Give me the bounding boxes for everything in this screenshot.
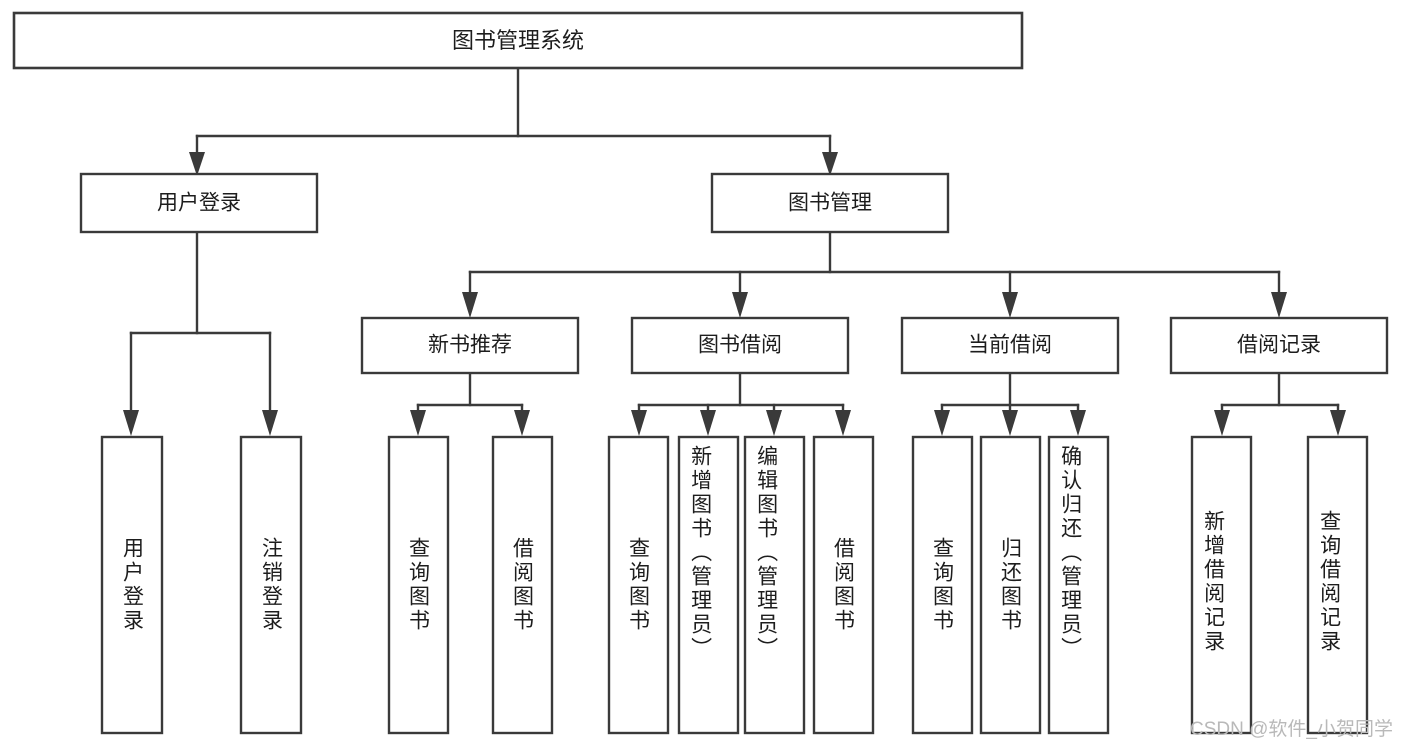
node-borrow-record-label: 借阅记录 [1237,334,1321,357]
arrowhead-bb-leaf4 [835,410,851,436]
leaf-current-borrow-1[interactable]: 查询图书 [911,435,974,735]
arrowhead-bb-leaf1 [631,410,647,436]
node-book-borrow[interactable]: 图书借阅 [630,316,850,375]
arrowhead-nb-leaf1 [410,410,426,436]
arrowhead-bb-leaf3 [766,410,782,436]
leaf-book-borrow-1-box[interactable] [607,435,670,735]
arrowhead-cb-leaf1 [934,410,950,436]
node-new-book-recommend-label: 新书推荐 [428,334,512,357]
arrowhead-ul-leaf1 [123,410,139,436]
leaf-new-book-1-box[interactable] [387,435,450,735]
leaf-current-borrow-3-label: 确认归还（管理员） [1059,445,1083,661]
node-root-label: 图书管理系统 [452,28,584,53]
leaf-borrow-record-2-label: 查询借阅记录 [1318,510,1342,654]
leaf-current-borrow-2[interactable]: 归还图书 [979,435,1042,735]
node-new-book-recommend[interactable]: 新书推荐 [360,316,580,375]
leaf-borrow-record-2[interactable]: 查询借阅记录 [1306,435,1369,735]
leaf-book-borrow-2-box[interactable] [677,435,740,735]
arrowhead-cb-leaf3 [1070,410,1086,436]
node-book-borrow-label: 图书借阅 [698,334,782,357]
leaf-new-book-1-label: 查询图书 [407,537,431,633]
arrowhead-current-borrow [1002,292,1018,318]
leaf-user-login-2-box[interactable] [239,435,303,735]
leaf-user-login-1[interactable]: 用户登录 [100,435,164,735]
node-current-borrow-label: 当前借阅 [968,334,1052,357]
node-root-box[interactable] [12,11,1024,70]
node-book-borrow-box[interactable] [630,316,850,375]
leaf-user-login-2-label: 注销登录 [260,537,284,633]
leaf-current-borrow-2-label: 归还图书 [999,537,1023,633]
leaf-book-borrow-1-label: 查询图书 [627,537,651,633]
leaf-current-borrow-1-label: 查询图书 [931,537,955,633]
leaf-book-borrow-4[interactable]: 借阅图书 [812,435,875,735]
node-new-book-recommend-box[interactable] [360,316,580,375]
leaf-borrow-record-1-box[interactable] [1190,435,1253,735]
node-user-login-label: 用户登录 [157,192,241,215]
leaf-book-borrow-3-box[interactable] [743,435,806,735]
leaf-new-book-1[interactable]: 查询图书 [387,435,450,735]
leaf-current-borrow-2-box[interactable] [979,435,1042,735]
arrowhead-nb-leaf2 [514,410,530,436]
arrowhead-book-manage [822,152,838,176]
node-root[interactable]: 图书管理系统 [12,11,1024,70]
leaf-new-book-2-box[interactable] [491,435,554,735]
arrowhead-br-leaf1 [1214,410,1230,436]
leaf-borrow-record-1-label: 新增借阅记录 [1202,510,1226,654]
node-current-borrow-box[interactable] [900,316,1120,375]
arrowhead-br-leaf2 [1330,410,1346,436]
node-borrow-record-box[interactable] [1169,316,1389,375]
arrowhead-new-book [462,292,478,318]
node-book-manage[interactable]: 图书管理 [710,172,950,234]
leaf-user-login-1-box[interactable] [100,435,164,735]
arrowhead-ul-leaf2 [262,410,278,436]
node-current-borrow[interactable]: 当前借阅 [900,316,1120,375]
leaf-user-login-1-label: 用户登录 [121,537,145,633]
leaf-book-borrow-4-box[interactable] [812,435,875,735]
node-borrow-record[interactable]: 借阅记录 [1169,316,1389,375]
leaf-new-book-2-label: 借阅图书 [511,537,535,633]
leaf-current-borrow-3-box[interactable] [1047,435,1110,735]
leaf-new-book-2[interactable]: 借阅图书 [491,435,554,735]
node-user-login[interactable]: 用户登录 [79,172,319,234]
leaf-book-borrow-3[interactable]: 编辑图书（管理员） [743,435,806,735]
leaf-borrow-record-2-box[interactable] [1306,435,1369,735]
node-book-manage-label: 图书管理 [788,192,872,215]
edges-group [123,66,1346,436]
leaf-book-borrow-2-label: 新增图书（管理员） [689,445,713,661]
arrowhead-user-login [189,152,205,176]
leaf-book-borrow-2[interactable]: 新增图书（管理员） [677,435,740,735]
watermark: CSDN @软件_小贺同学 [1190,719,1393,740]
arrowhead-borrow-record [1271,292,1287,318]
leaf-user-login-2[interactable]: 注销登录 [239,435,303,735]
arrowhead-bb-leaf2 [700,410,716,436]
node-book-manage-box[interactable] [710,172,950,234]
leaf-current-borrow-1-box[interactable] [911,435,974,735]
leaf-book-borrow-1[interactable]: 查询图书 [607,435,670,735]
leaf-borrow-record-1[interactable]: 新增借阅记录 [1190,435,1253,735]
leaf-book-borrow-4-label: 借阅图书 [832,537,856,633]
leaf-current-borrow-3[interactable]: 确认归还（管理员） [1047,435,1110,735]
leaf-book-borrow-3-label: 编辑图书（管理员） [755,445,779,661]
node-user-login-box[interactable] [79,172,319,234]
arrowhead-book-borrow [732,292,748,318]
arrowhead-cb-leaf2 [1002,410,1018,436]
